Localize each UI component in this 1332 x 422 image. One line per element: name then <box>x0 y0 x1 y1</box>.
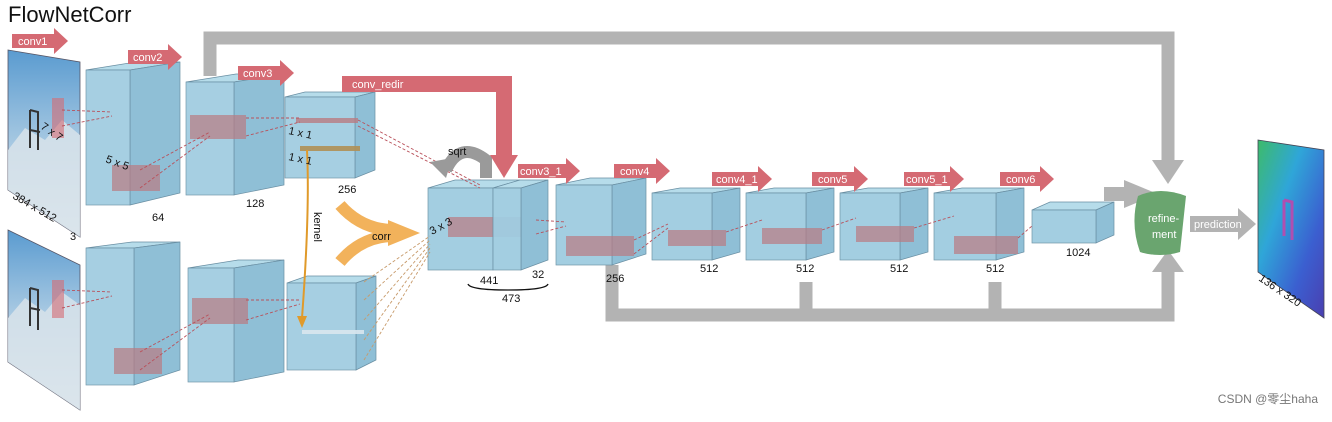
op-label-conv4: conv4 <box>620 166 649 178</box>
block-conv5_1 <box>933 187 1025 261</box>
corr-label: corr <box>372 231 391 243</box>
op-arrow-conv2 <box>128 44 182 70</box>
receptive-field-lines <box>61 109 1033 371</box>
channels-256-top-label: 256 <box>338 184 356 196</box>
block-corr-32 <box>492 179 549 271</box>
op-arrow-conv5_1 <box>904 166 964 192</box>
block-conv2-bottom <box>187 259 285 383</box>
block-conv5 <box>839 187 929 261</box>
op-arrow-conv3 <box>238 60 294 86</box>
channels-512-a-label: 512 <box>700 263 718 275</box>
kernel-label: kernel <box>311 212 323 242</box>
op-label-conv1: conv1 <box>18 36 47 48</box>
channels-512-c-label: 512 <box>890 263 908 275</box>
channels-64-label: 64 <box>152 212 164 224</box>
op-label-conv3_1: conv3_1 <box>520 166 562 178</box>
channels-473-label: 473 <box>502 293 520 305</box>
op-label-conv-redir: conv_redir <box>352 79 404 91</box>
refinement-label-1: refine- <box>1148 213 1180 225</box>
op-label-conv4_1: conv4_1 <box>716 174 758 186</box>
op-arrow-conv4 <box>614 158 670 184</box>
skip-to-refinement <box>1104 180 1158 208</box>
corr-arrow <box>335 200 420 266</box>
sqrt-arrow <box>430 146 492 178</box>
block-conv3-bottom <box>286 275 377 371</box>
block-conv4_1 <box>745 187 835 261</box>
block-conv3-top <box>284 91 376 179</box>
channels-512-b-label: 512 <box>796 263 814 275</box>
channels-512-d-label: 512 <box>986 263 1004 275</box>
prediction-label: prediction <box>1194 219 1242 231</box>
block-conv3_1 <box>555 177 647 266</box>
skip-connection-top <box>203 31 1184 184</box>
op-label-conv3: conv3 <box>243 68 272 80</box>
op-arrow-conv5 <box>812 166 868 192</box>
channels-32-label: 32 <box>532 269 544 281</box>
skip-connection-bottom <box>605 250 1184 322</box>
input-image-bottom <box>7 229 81 411</box>
bracket-473 <box>467 283 549 291</box>
channels-128-label: 128 <box>246 198 264 210</box>
channels-1024-label: 1024 <box>1066 247 1090 259</box>
op-label-conv6: conv6 <box>1006 174 1035 186</box>
channels-256-label: 256 <box>606 273 624 285</box>
input-image-top <box>7 49 81 238</box>
op-arrow-conv4_1 <box>712 166 772 192</box>
op-arrow-conv1 <box>12 28 68 54</box>
op-label-conv2: conv2 <box>133 52 162 64</box>
block-conv1-top <box>85 61 181 206</box>
watermark: CSDN @零尘haha <box>1217 392 1318 406</box>
sqrt-label: sqrt <box>448 146 466 158</box>
kernel-1x1-a-label: 1 x 1 <box>287 125 313 142</box>
block-conv2-top <box>185 73 285 196</box>
block-conv6 <box>1031 201 1115 244</box>
block-conv4 <box>651 187 741 261</box>
op-arrow-conv6 <box>1000 166 1054 192</box>
corr-displacement-lines <box>363 235 431 361</box>
output-flow-image <box>1257 139 1325 319</box>
prediction-arrow <box>1190 208 1256 240</box>
input-channels-label: 3 <box>70 231 76 243</box>
conv-redir-arrow <box>342 76 518 178</box>
kernel-1x1-b-label: 1 x 1 <box>287 151 313 168</box>
block-conv1-bottom <box>85 241 181 386</box>
op-arrow-conv3_1 <box>518 158 580 184</box>
refinement-block <box>1134 191 1186 255</box>
diagram-title: FlowNetCorr <box>8 2 132 27</box>
op-label-conv5: conv5 <box>818 174 847 186</box>
op-label-conv5_1: conv5_1 <box>906 174 948 186</box>
refinement-label-2: ment <box>1152 229 1176 241</box>
kernel-arrow <box>297 149 309 328</box>
channels-441-label: 441 <box>480 275 498 287</box>
